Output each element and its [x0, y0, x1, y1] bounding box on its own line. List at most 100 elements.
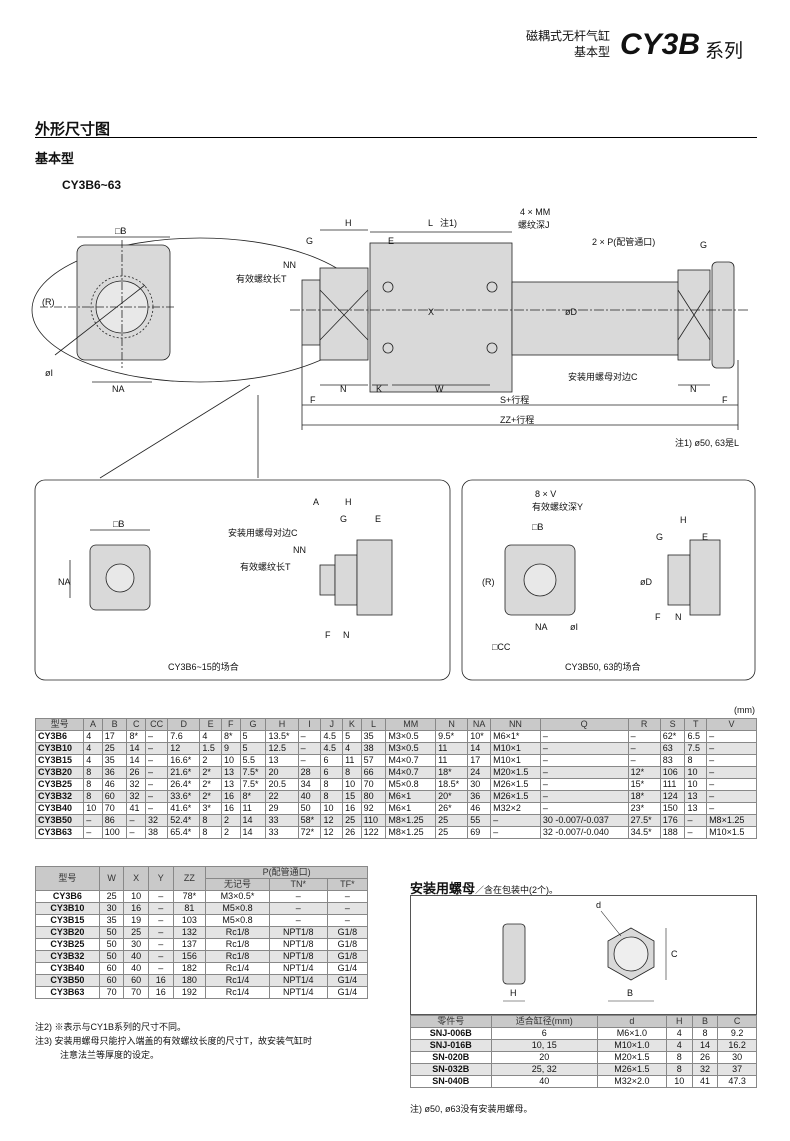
label-N-right: N [690, 384, 697, 394]
table-cell: – [706, 754, 757, 767]
table-cell: 52.4* [167, 814, 201, 827]
table-cell: 66 [360, 766, 387, 779]
label-F-right: F [722, 395, 728, 405]
table-cell: M4×0.7 [385, 754, 437, 767]
column-header: 型号 [35, 866, 100, 891]
table-cell: NPT1/4 [268, 962, 328, 975]
table-cell: M20×1.5 [490, 766, 541, 779]
table-cell: M32×2.0 [596, 1075, 667, 1088]
table-cell: 2 [220, 826, 241, 839]
table-cell: 10 [684, 778, 708, 791]
table-cell: 15* [627, 778, 661, 791]
table-cell: Rc1/4 [205, 962, 270, 975]
column-header: CC [144, 718, 169, 731]
table-cell: 40 [123, 950, 149, 963]
table-cell: – [297, 730, 322, 743]
table-cell: 13 [684, 790, 708, 803]
note1: 注1) ø50, 63是L [675, 437, 739, 448]
table-cell: – [83, 814, 103, 827]
table-cell: 10 [320, 802, 344, 815]
table-cell: – [144, 802, 169, 815]
column-header: D [167, 718, 201, 731]
table-cell: 13.5* [265, 730, 299, 743]
column-header: V [706, 718, 757, 731]
column-header: E [199, 718, 222, 731]
model-cell: CY3B50 [35, 974, 100, 987]
table-cell: 83 [659, 754, 686, 767]
table-cell: 25, 32 [490, 1063, 598, 1076]
label-P: 2 × P(配管通口) [592, 236, 655, 247]
column-header: ZZ [172, 866, 207, 891]
table-cell: 8 [342, 766, 362, 779]
table-cell: M10×1 [490, 742, 541, 755]
table-cell: 8 [320, 790, 344, 803]
table-cell: 25 [342, 814, 362, 827]
table-cell: – [627, 742, 661, 755]
series-name: CY3B [620, 28, 701, 61]
table-cell: 26* [435, 802, 469, 815]
table-cell: – [144, 778, 169, 791]
table-cell: – [268, 914, 328, 927]
dl-T: 有效螺纹长T [240, 561, 291, 572]
dr-CC: □CC [492, 642, 511, 652]
table-cell: 26 [691, 1051, 719, 1064]
table-cell: 30 [717, 1051, 757, 1064]
table-cell: 14 [239, 826, 267, 839]
note-3: 注3) 安装用螺母只能拧入端盖的有效螺纹长度的尺寸T，故安装气缸时 [35, 1036, 313, 1046]
table-cell: M5×0.8 [385, 778, 437, 791]
table-cell: 2 [220, 814, 241, 827]
table-cell: – [147, 902, 174, 915]
table-cell: – [126, 826, 146, 839]
table-cell: 8* [239, 790, 267, 803]
table-cell: 5.5 [239, 754, 267, 767]
table-cell: 30 [123, 938, 149, 951]
table-cell: Rc1/8 [205, 950, 270, 963]
table-cell: 14 [691, 1039, 719, 1052]
table-cell: 47.3 [717, 1075, 757, 1088]
model-cell: CY3B10 [34, 742, 85, 755]
table-cell: 35 [98, 914, 125, 927]
table-cell: 17 [467, 754, 492, 767]
column-subheader: 无记号 [205, 878, 270, 891]
table-cell: 17 [101, 730, 128, 743]
table-cell: 27.5* [627, 814, 661, 827]
table-cell: 13 [265, 754, 299, 767]
model-cell: SNJ-006B [410, 1027, 492, 1040]
column-header: J [320, 718, 344, 731]
table-cell: 11 [342, 754, 362, 767]
model-cell: CY3B10 [35, 902, 100, 915]
table-cell: 80 [360, 790, 387, 803]
table-cell: 5 [342, 730, 362, 743]
label-NN: NN [283, 260, 296, 270]
table-cell: 50 [98, 950, 125, 963]
table-cell: – [147, 962, 174, 975]
table-cell: – [297, 742, 322, 755]
table-cell: NPT1/8 [268, 926, 328, 939]
header-line1: 磁耦式无杆气缸 [525, 29, 610, 43]
table-cell: 12.5 [265, 742, 299, 755]
table-cell: 34.5* [627, 826, 661, 839]
table-cell: 12 [167, 742, 201, 755]
table-cell: – [539, 802, 629, 815]
table-cell: 18* [627, 790, 661, 803]
table-cell: 15 [342, 790, 362, 803]
table-cell: M3×0.5 [385, 730, 437, 743]
table-cell: 50 [297, 802, 322, 815]
table-cell: 2* [199, 778, 222, 791]
table-cell: 14 [239, 814, 267, 827]
table-cell: 30 [467, 778, 492, 791]
column-header: W [98, 866, 125, 891]
table-cell: 30 -0.007/-0.037 [539, 814, 629, 827]
dimension-drawings: □B (R) øI NA NN 有效螺纹长T G H E L 注1) 4 × M… [31, 207, 756, 681]
table-cell: Rc1/4 [205, 986, 270, 999]
column-header: Y [147, 866, 174, 891]
column-header: A [83, 718, 103, 731]
column-header: H [665, 1015, 693, 1028]
table-cell: 182 [172, 962, 207, 975]
table-cell: 26.4* [167, 778, 201, 791]
